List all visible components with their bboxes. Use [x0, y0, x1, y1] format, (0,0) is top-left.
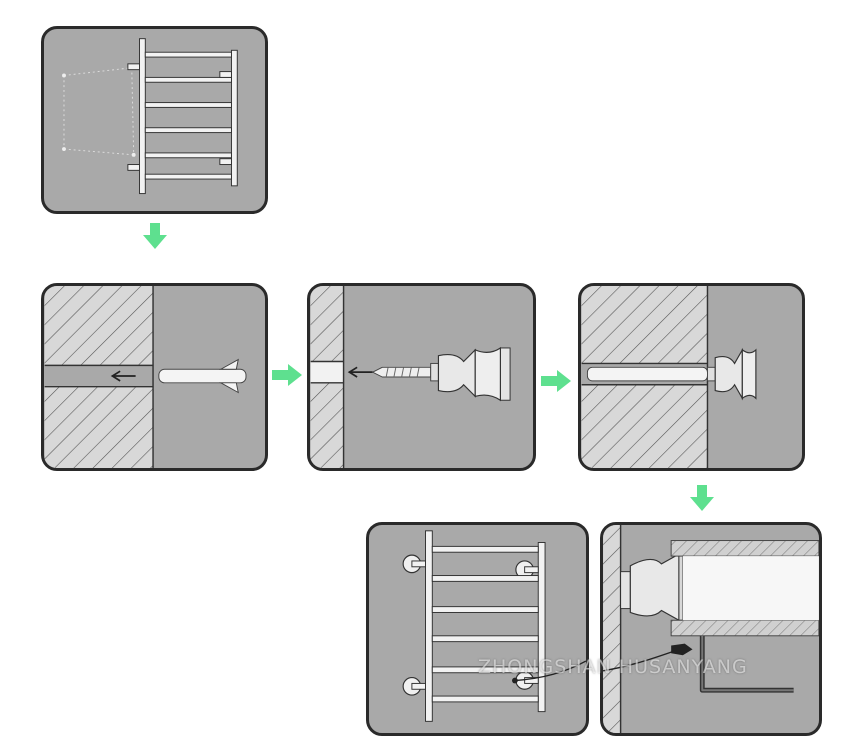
step-panel-mark-holes	[41, 26, 268, 214]
step-panel-tighten-with-hex-key	[600, 522, 822, 736]
arrow-right-1	[272, 364, 302, 386]
step-panel-rack-installed	[366, 522, 589, 736]
step-panel-drill-and-insert-anchor	[41, 283, 268, 471]
towel-rack-marking-illustration	[62, 38, 238, 195]
step-panel-insert-screw-mount	[307, 283, 536, 471]
screw-mount-illustration	[310, 286, 511, 468]
installed-rack-illustration	[402, 530, 586, 722]
mount-fixed-illustration	[581, 286, 757, 468]
arrow-down-1	[143, 223, 167, 249]
step-panel-mount-fixed	[578, 283, 805, 471]
arrow-right-2	[541, 370, 571, 392]
wall-anchor-illustration	[44, 286, 247, 468]
arrow-down-2	[690, 485, 714, 511]
hex-key-tightening-illustration	[603, 525, 819, 733]
watermark-text: ZHONGSHAN HUSANYANG	[478, 656, 748, 678]
